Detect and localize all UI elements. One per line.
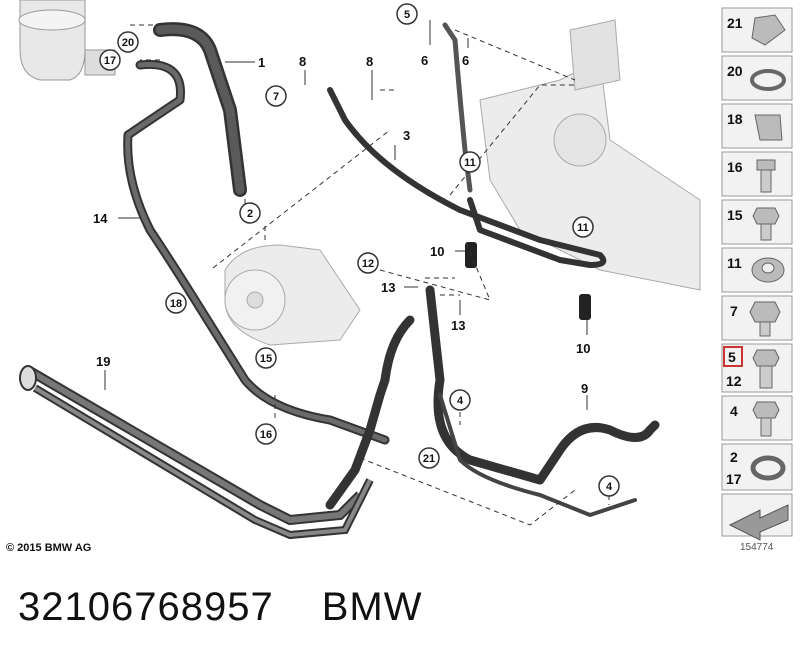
pump-illustration xyxy=(224,244,361,346)
banjo-fitting-icon xyxy=(749,301,781,337)
legend-item-18[interactable]: 18 xyxy=(721,103,793,149)
svg-text:5: 5 xyxy=(728,349,736,365)
callout-13b: 13 xyxy=(451,318,465,333)
svg-text:16: 16 xyxy=(727,159,743,175)
circle-5 xyxy=(396,3,418,25)
legend-item-4[interactable]: 4 xyxy=(721,395,793,441)
clip-icon xyxy=(751,14,786,46)
legend-item-16[interactable]: 16 xyxy=(721,151,793,197)
circle-11a xyxy=(459,151,481,173)
circle-12 xyxy=(357,252,379,274)
legend-item-21[interactable]: 21 xyxy=(721,7,793,53)
svg-text:21: 21 xyxy=(727,15,743,31)
circle-4a xyxy=(449,389,471,411)
grommet-10b xyxy=(579,294,591,320)
circle-label-12: 12 xyxy=(362,258,374,270)
circle-15 xyxy=(255,347,277,369)
legend-item-11[interactable]: 11 xyxy=(721,247,793,293)
legend-item-15[interactable]: 15 xyxy=(721,199,793,245)
brand-name: BMW xyxy=(321,585,423,629)
circle-label-11b: 11 xyxy=(577,222,589,234)
main-callouts: 1 3 6 6 8 8 9 10 10 13 13 14 19 xyxy=(93,20,590,410)
circle-label-4b: 4 xyxy=(606,481,613,493)
arrow-icon xyxy=(728,504,789,541)
callout-3: 3 xyxy=(403,128,410,143)
legend-item-20[interactable]: 20 xyxy=(721,55,793,101)
legend-item-7[interactable]: 7 xyxy=(721,295,793,341)
bottom-caption: 32106768957 BMW xyxy=(18,585,422,630)
hollow-bolt-icon xyxy=(756,159,776,193)
circle-17 xyxy=(99,49,121,71)
part-number: 32106768957 xyxy=(18,585,274,629)
hose-3 xyxy=(327,87,607,268)
svg-text:12: 12 xyxy=(726,373,742,389)
hose-14-inner xyxy=(125,61,388,443)
legend-item-5[interactable]: 5 12 xyxy=(721,343,793,393)
hex-bolt-icon xyxy=(752,207,780,241)
circle-labels: 2 4 4 5 7 11 11 12 15 16 17 18 20 21 xyxy=(104,9,613,493)
hose-6 xyxy=(442,22,473,193)
hose-9 xyxy=(425,285,660,485)
svg-text:11: 11 xyxy=(727,255,742,271)
circle-2 xyxy=(239,202,261,224)
circle-18 xyxy=(165,292,187,314)
callout-8b: 8 xyxy=(366,54,373,69)
cooler-19 xyxy=(19,365,374,540)
circle-label-5: 5 xyxy=(404,9,410,21)
callout-10b: 10 xyxy=(576,341,590,356)
hex-screw-icon xyxy=(752,401,780,437)
svg-text:2: 2 xyxy=(730,449,738,465)
circle-label-15: 15 xyxy=(260,353,272,365)
copyright: © 2015 BMW AG xyxy=(6,542,92,554)
callout-10a: 10 xyxy=(430,244,444,259)
diagram-number: 154774 xyxy=(740,542,774,553)
circle-label-11a: 11 xyxy=(464,157,476,169)
hose-mid xyxy=(325,315,415,510)
callout-19: 19 xyxy=(96,354,110,369)
callout-14: 14 xyxy=(93,211,108,226)
circle-16 xyxy=(255,423,277,445)
circle-label-21: 21 xyxy=(423,453,435,465)
legend-panel: 21 20 18 16 15 11 7 xyxy=(721,7,793,541)
callout-6b: 6 xyxy=(462,53,469,68)
banjo-bolt-icon xyxy=(752,349,780,389)
svg-text:17: 17 xyxy=(726,471,742,487)
svg-text:18: 18 xyxy=(727,111,743,127)
circle-label-18: 18 xyxy=(170,298,182,310)
legend-item-2[interactable]: 2 17 xyxy=(721,443,793,491)
callout-6a: 6 xyxy=(421,53,428,68)
circle-11b xyxy=(572,216,594,238)
circle-label-17: 17 xyxy=(104,55,116,67)
spring-clamp-icon xyxy=(750,455,786,481)
svg-text:15: 15 xyxy=(727,207,743,223)
return-line xyxy=(438,393,637,517)
circle-7 xyxy=(265,85,287,107)
circle-label-20: 20 xyxy=(122,37,134,49)
svg-text:4: 4 xyxy=(730,403,738,419)
svg-text:20: 20 xyxy=(727,63,743,79)
rubber-grommet-icon xyxy=(751,257,785,283)
circle-4b xyxy=(598,475,620,497)
steering-rack-illustration xyxy=(479,19,701,291)
reservoir-illustration xyxy=(18,0,116,81)
parts-diagram: 1 3 6 6 8 8 9 10 10 13 13 14 19 xyxy=(18,0,793,541)
circle-label-4a: 4 xyxy=(457,395,464,407)
circle-20 xyxy=(117,31,139,53)
hoses xyxy=(123,22,660,517)
callout-1: 1 xyxy=(258,55,265,70)
callout-8a: 8 xyxy=(299,54,306,69)
callout-13a: 13 xyxy=(381,280,395,295)
circle-label-16: 16 xyxy=(260,429,272,441)
hose-clamp-icon xyxy=(750,69,786,91)
circle-callouts xyxy=(99,3,620,497)
circle-label-2: 2 xyxy=(247,208,253,220)
hose-1-inner xyxy=(155,24,245,195)
svg-text:7: 7 xyxy=(730,303,738,319)
callout-9: 9 xyxy=(581,381,588,396)
bracket-clip-icon xyxy=(754,114,783,141)
circle-label-7: 7 xyxy=(273,91,279,103)
circle-21 xyxy=(418,447,440,469)
legend-arrow-box xyxy=(721,493,793,541)
